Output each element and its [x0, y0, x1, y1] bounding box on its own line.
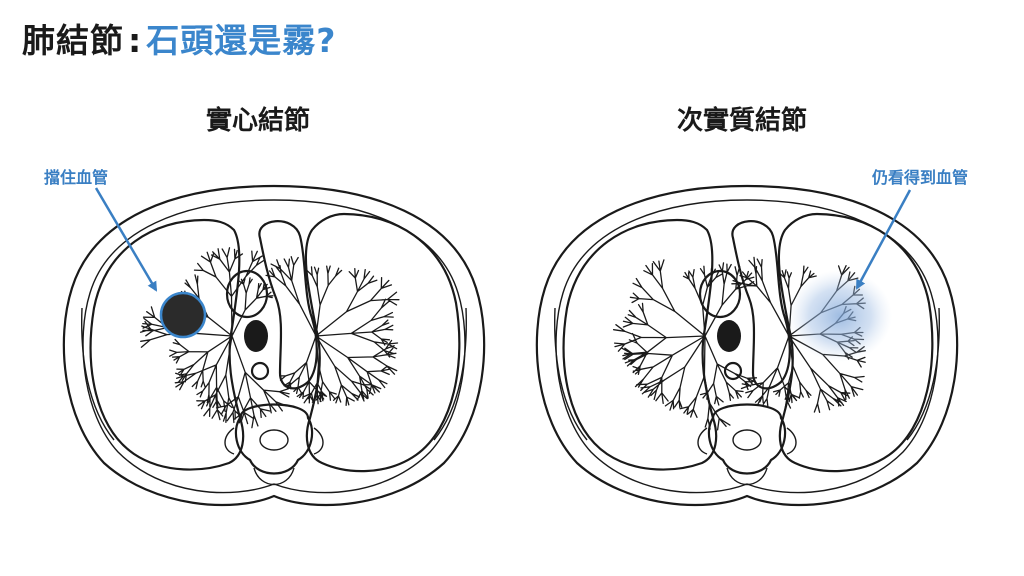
subsolid-nodule-title: 次實質結節	[676, 106, 807, 136]
ground-glass-nodule	[788, 270, 892, 362]
chest-outline	[535, 184, 959, 507]
left-lung	[777, 212, 934, 473]
subsolid-nodule-ct-diagram	[535, 184, 959, 507]
right-lung	[89, 218, 245, 471]
page-title: 肺結節:石頭還是霧?	[22, 14, 336, 62]
spine	[224, 403, 324, 485]
chest-outline	[62, 184, 486, 507]
solid-nodule-annotation: 擋住血管	[44, 168, 109, 187]
left-lung-vessels	[265, 256, 400, 406]
solid-nodule-ct-diagram	[62, 184, 486, 507]
left-lung	[304, 212, 461, 473]
mediastinum	[698, 220, 791, 390]
mediastinum	[225, 220, 318, 390]
vessel-branches	[265, 256, 400, 406]
solid-nodule	[159, 291, 207, 339]
right-lung-vessels	[612, 259, 758, 431]
spine	[697, 403, 797, 485]
solid-nodule-title: 實心結節	[205, 106, 310, 136]
title-separator: :	[128, 21, 143, 60]
trachea	[717, 320, 741, 352]
title-question: 石頭還是霧?	[146, 21, 337, 60]
trachea	[244, 320, 268, 352]
right-lung	[562, 218, 718, 471]
title-main: 肺結節	[22, 21, 124, 60]
subsolid-nodule-annotation: 仍看得到血管	[872, 168, 969, 187]
vessel-branches	[612, 259, 758, 431]
